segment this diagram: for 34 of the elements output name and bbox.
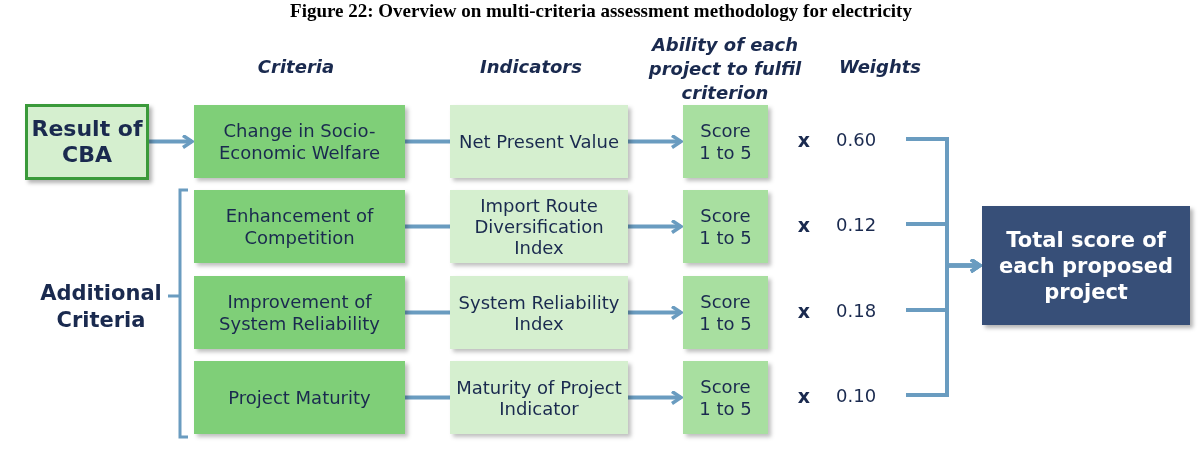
column-header: Ability of each project to fulfil criterion xyxy=(647,33,803,105)
connector-arrow xyxy=(628,304,683,321)
weight-value: 0.60 xyxy=(836,126,906,152)
score-box: Score 1 to 5 xyxy=(683,276,768,349)
criterion-box: Enhancement of Competition xyxy=(194,190,405,263)
multiply-sign: x xyxy=(796,128,812,153)
weight-value: 0.18 xyxy=(836,297,906,323)
connector-arrow xyxy=(628,218,683,235)
connector-arrow xyxy=(628,389,683,406)
source-box: Result of CBA xyxy=(25,104,149,180)
indicator-box: System Reliability Index xyxy=(450,276,628,349)
indicator-box: Net Present Value xyxy=(450,105,628,178)
column-header: Indicators xyxy=(479,55,583,79)
title: Figure 22: Overview on multi-criteria assessment methodology for electricity xyxy=(289,0,913,22)
indicator-box: Maturity of Project Indicator xyxy=(450,361,628,434)
weight-value: 0.10 xyxy=(836,382,906,408)
connector-arrow xyxy=(628,133,683,150)
result-box: Total score of each proposed project xyxy=(982,206,1190,325)
multiply-sign: x xyxy=(796,384,812,409)
column-header: Criteria xyxy=(256,55,336,79)
indicator-box: Import Route Diversification Index xyxy=(450,190,628,263)
multiply-sign: x xyxy=(796,299,812,324)
group-label: Additional Criteria xyxy=(39,280,163,334)
multiply-sign: x xyxy=(796,213,812,238)
connector-arrow xyxy=(906,257,982,397)
connector-arrow xyxy=(149,133,194,150)
column-header: Weights xyxy=(837,55,923,79)
score-box: Score 1 to 5 xyxy=(683,361,768,434)
score-box: Score 1 to 5 xyxy=(683,105,768,178)
criterion-box: Project Maturity xyxy=(194,361,405,434)
criterion-box: Change in Socio-Economic Welfare xyxy=(194,105,405,178)
criterion-box: Improvement of System Reliability xyxy=(194,276,405,349)
weight-value: 0.12 xyxy=(836,211,906,237)
score-box: Score 1 to 5 xyxy=(683,190,768,263)
